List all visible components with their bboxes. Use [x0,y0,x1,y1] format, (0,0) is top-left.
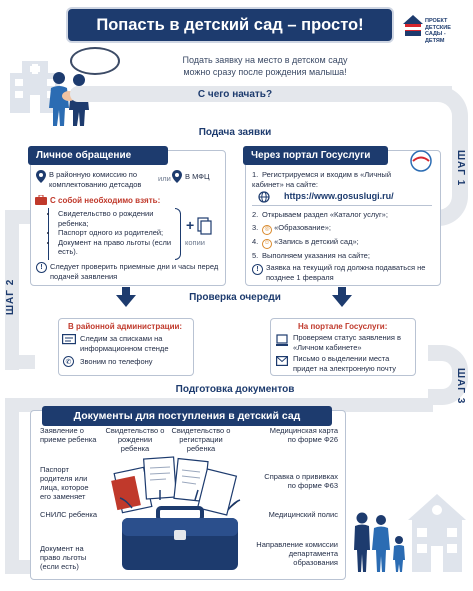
kindergarten-docs-header: Документы для поступления в детский сад [42,406,332,426]
docs-prep-heading: Подготовка документов [175,384,295,395]
portal-check-item-2: Письмо о выделении места придет на элект… [293,354,396,373]
kindergarten-building-icon [408,494,466,572]
project-logo: ПРОЕКТ ДЕТСКИЕ САДЫ - ДЕТЯМ [401,10,469,44]
district-header: В районной администрации: [68,322,183,331]
email-icon [276,356,288,366]
portal-check-card [270,318,416,376]
copies-brace [175,208,181,260]
warning-icon: ! [36,262,47,273]
location-pin-icon [172,170,182,183]
doc-registration-certificate: Свидетельство о регистрации ребенка [171,426,231,453]
portal-step-4: 4.☺ «Запись в детский сад»; [252,237,359,249]
copy-documents-icon: + [186,217,212,235]
briefcase-icon [35,195,47,205]
logo-line-2: ДЕТСКИЕ САДЫ - [425,24,451,38]
speech-bubble-icon [70,47,120,75]
copies-label: копии [185,238,205,247]
intro-line-1: Подать заявку на место в детском саду [182,55,348,65]
logo-text: ПРОЕКТ ДЕТСКИЕ САДЫ - ДЕТЯМ [425,18,469,44]
arrow-down-icon [116,287,136,307]
portal-note: Заявка на текущий год должна подаваться … [266,263,426,282]
arrow-down-icon [332,287,352,307]
education-icon: ◎ [262,224,272,235]
intro-line-2: можно сразу после рождения малыша! [183,67,347,77]
where-to-start-heading: С чего начать? [197,89,273,100]
portal-check-header: На портале Госуслуги: [298,322,388,331]
portal-step-5-text: Выполняем указания на сайте; [262,251,370,260]
doc-vaccination: Справка о прививках по форме Ф63 [264,472,338,490]
docs-bracket [48,208,51,260]
portal-step-2: 2.Открываем раздел «Каталог услуг»; [252,210,388,219]
bring-title: С собой необходимо взять: [50,196,161,205]
step-2-label: ШАГ 2 [5,278,16,315]
gosuslugi-link[interactable]: https://www.gosuslugi.ru/ [284,191,394,201]
location-pin-icon [36,170,46,183]
doc-parent-passport: Паспорт родителя или лица, которое его з… [40,465,89,501]
page-title: Попасть в детский сад – просто! [96,15,364,34]
doc-application: Заявление о приеме ребенка [40,426,97,444]
portal-step-4-text: «Запись в детский сад»; [274,237,359,246]
district-item-2: Звоним по телефону [80,357,153,366]
apply-heading: Подача заявки [198,127,272,138]
path-left-bottom-join [5,355,35,369]
list-item: Свидетельство о рождении ребенка; [58,209,176,228]
portal-step-5: 5.Выполняем указания на сайте; [252,251,370,260]
kindergarten-logo-icon [403,15,423,36]
portal-step-1-text: Регистрируемся и входим в «Личный кабине… [252,170,392,189]
path-left-vertical-2 [5,398,19,563]
doc-snils: СНИЛС ребенка [40,510,98,519]
phone-icon: ✆ [63,356,74,367]
step-1-label: ШАГ 1 [455,150,466,187]
path-segment-top [70,86,452,102]
personal-docs-list: Свидетельство о рождении ребенка; Паспор… [58,209,176,257]
warning-icon: ! [252,264,263,275]
portal-step-3: 3.◎ «Образование»; [252,223,331,235]
queue-heading: Проверка очереди [189,292,281,303]
portal-step-2-text: Открываем раздел «Каталог услуг»; [262,210,388,219]
doc-medical-card: Медицинская карта по форме Ф26 [269,426,338,444]
logo-line-1: ПРОЕКТ [425,18,448,24]
path-left-vertical [5,210,19,370]
portal-step-3-text: «Образование»; [274,223,332,232]
or-text: или [158,174,171,183]
portal-check-item-1: Проверяем статус заявления в «Личном каб… [293,333,401,352]
globe-icon [258,191,270,203]
title-banner: Попасть в детский сад – просто! [66,7,394,43]
personal-note: Следует проверить приемные дни и часы пе… [50,262,219,281]
portal-step-1: 1.Регистрируемся и входим в «Личный каби… [252,170,392,189]
gosuslugi-logo-icon [410,150,432,172]
commission-text: В районную комиссию по комплектованию де… [49,170,142,189]
kindergarten-enroll-icon: ☺ [262,238,272,249]
documents-briefcase-icon [111,456,241,570]
list-item: Паспорт одного из родителей; [58,228,176,238]
logo-line-3: ДЕТЯМ [425,37,445,44]
laptop-icon [276,334,288,346]
doc-department-referral: Направление комиссии департамента образо… [256,540,338,567]
step-3-label: ШАГ 3 [455,368,466,405]
info-board-icon [62,334,76,345]
divider [252,205,432,206]
doc-benefit: Документ на право льготы (если есть) [40,544,87,571]
doc-medical-policy: Медицинский полис [268,510,338,519]
svg-text:+: + [186,217,194,233]
path-left-top-join [5,210,35,224]
family-icon [354,512,405,572]
district-item-1: Следим за списками на информационном сте… [80,334,169,353]
intro-text: Подать заявку на место в детском саду мо… [150,54,380,78]
portal-header: Через портал Госуслуги [243,146,388,165]
list-item: Документ на право льготы (если есть). [58,238,176,257]
personal-header: Личное обращение [28,146,168,165]
district-admin-card [58,318,194,376]
doc-birth-certificate: Свидетельство о рождении ребенка [105,426,165,453]
mfc-text: В МФЦ [185,172,210,181]
